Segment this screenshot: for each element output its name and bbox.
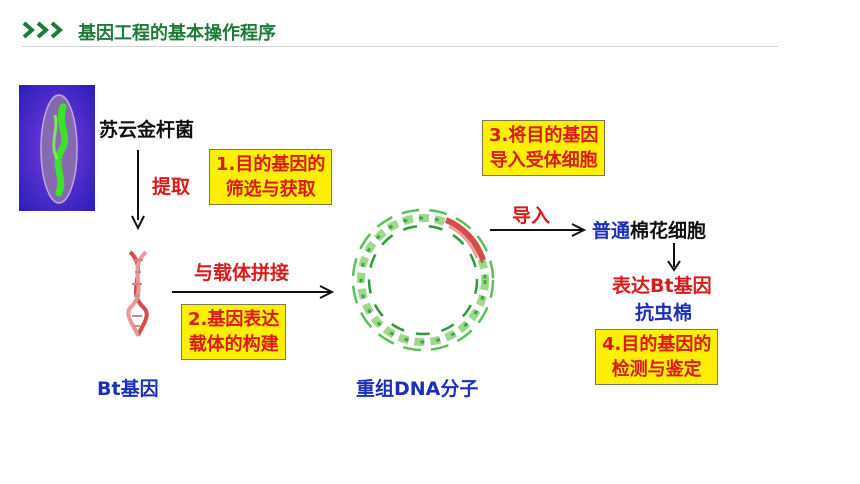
step3-box: 3.将目的基因 导入受体细胞	[482, 120, 606, 176]
recombinant-label: 重组DNA分子	[356, 378, 479, 400]
step2-line1: 2.基因表达	[188, 309, 280, 330]
cotton-cell-text: 棉花细胞	[630, 220, 707, 242]
insect-resistant-label: 抗虫棉	[635, 302, 693, 324]
step3-line2: 导入受体细胞	[489, 150, 598, 171]
step4-line1: 4.目的基因的	[602, 334, 712, 355]
page-title: 基因工程的基本操作程序	[78, 23, 276, 44]
step1-line2: 筛选与获取	[225, 179, 316, 200]
extract-label: 提取	[152, 176, 191, 198]
step4-box: 4.目的基因的 检测与鉴定	[595, 329, 719, 385]
down-arrow-small-icon	[667, 243, 681, 272]
chevrons-icon	[22, 21, 64, 39]
step3-line1: 3.将目的基因	[489, 125, 599, 146]
right-arrow-icon	[172, 285, 335, 299]
splice-label: 与载体拼接	[194, 262, 290, 284]
import-arrow-icon	[490, 223, 587, 237]
cotton-ordinary-label: 普通	[592, 220, 631, 242]
step1-line1: 1.目的基因的	[216, 154, 326, 175]
bt-gene-dna-icon	[126, 250, 149, 337]
import-label: 导入	[512, 205, 551, 227]
step2-box: 2.基因表达 载体的构建	[181, 304, 287, 360]
step2-line2: 载体的构建	[188, 334, 279, 355]
bacterium-image	[19, 85, 95, 211]
bacterium-label: 苏云金杆菌	[99, 119, 195, 141]
bt-gene-label: Bt基因	[97, 378, 159, 400]
header-divider	[22, 46, 778, 47]
express-label: 表达Bt基因	[612, 275, 712, 297]
down-arrow-icon	[131, 150, 145, 231]
step4-line2: 检测与鉴定	[611, 359, 702, 380]
recombinant-dna-ring-icon	[351, 208, 495, 352]
step1-box: 1.目的基因的 筛选与获取	[209, 149, 333, 205]
cotton-cell-label: 普通棉花细胞	[592, 216, 706, 243]
